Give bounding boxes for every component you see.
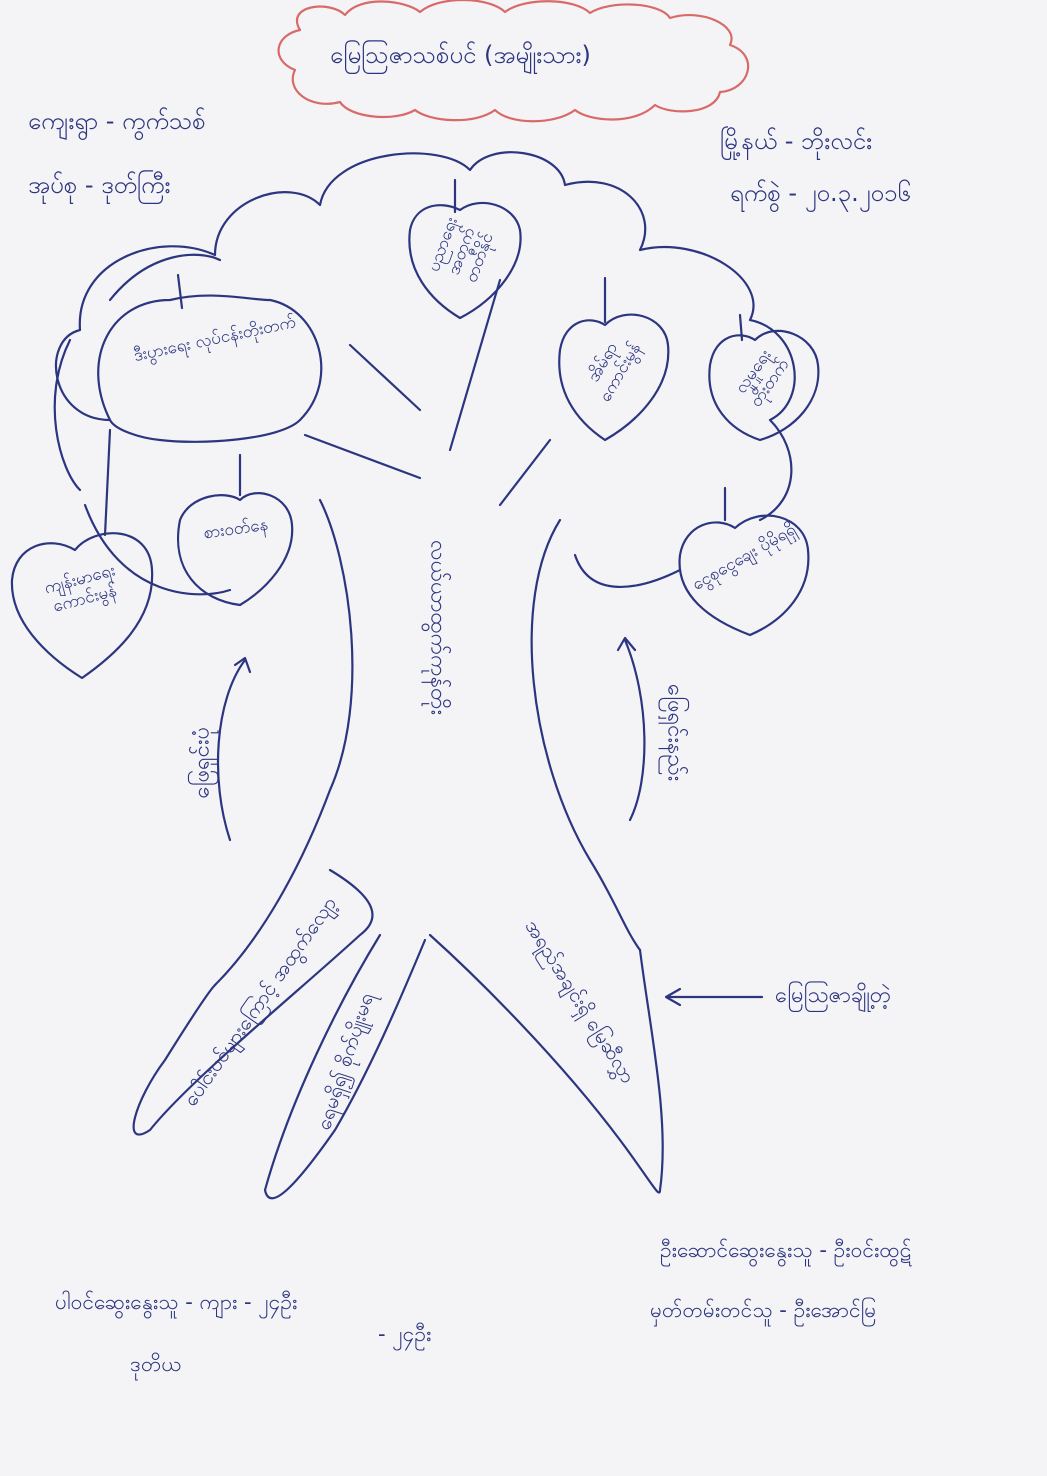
date-label: ရက်စွဲ bbox=[730, 179, 781, 207]
tract-label: အုပ်စု bbox=[28, 171, 78, 199]
leaf-heart-1 bbox=[97, 294, 323, 443]
date-value: ၂၀.၃.၂၀၁၆ bbox=[804, 179, 912, 207]
branch-right-label: ဖြေရှင်းနည်း bbox=[662, 683, 688, 782]
diagram-title: မြေသြဇာသစ်ပင် (အမျိုးသား) bbox=[330, 41, 591, 69]
footer-facilitator: ဦးဆောင်ဆွေးနွေးသူ - ဦးဝင်းထွဋ် bbox=[660, 1238, 912, 1262]
leaf-heart-4 bbox=[558, 313, 670, 442]
header-tract: အုပ်စု - ဒုတ်ကြီး bbox=[28, 171, 171, 199]
root-right bbox=[428, 933, 664, 1194]
canopy-outline bbox=[55, 151, 796, 522]
arrow-right-branch bbox=[623, 638, 646, 822]
village-label: ကျေးရွာ bbox=[28, 107, 99, 135]
village-value: ကွက်သစ် bbox=[121, 107, 206, 135]
leaf-heart-7 bbox=[678, 514, 810, 637]
recorder-value: ဦးအောင်မြ bbox=[793, 1298, 877, 1322]
participants-second-count: ၂၄ဦး bbox=[392, 1322, 432, 1346]
footer-participants-second: - ၂၄ဦး bbox=[378, 1322, 432, 1346]
tract-value: ဒုတ်ကြီး bbox=[101, 171, 171, 199]
trunk-outline-right bbox=[530, 518, 642, 952]
leaf-heart-3 bbox=[408, 201, 522, 320]
participants-label: ပါဝင်ဆွေးနွေးသူ - ကျား bbox=[55, 1290, 238, 1314]
footer-participants-male: ပါဝင်ဆွေးနွေးသူ - ကျား - ၂၄ဦး bbox=[55, 1290, 298, 1314]
header-date: ရက်စွဲ - ၂၀.၃.၂၀၁၆ bbox=[730, 179, 912, 207]
township-value: ဘိုးလင်း bbox=[801, 127, 873, 155]
township-label: မြို့နယ် bbox=[720, 127, 778, 155]
trunk-outline-left bbox=[213, 498, 354, 987]
branch-left-label: ဖြေရှင်းပုံ bbox=[189, 726, 215, 799]
header-village: ကျေးရွာ - ကွက်သစ် bbox=[28, 107, 206, 135]
footer-recorder: မှတ်တမ်းတင်သူ - ဦးအောင်မြ bbox=[650, 1298, 877, 1322]
root-left bbox=[132, 868, 374, 1136]
leaf-heart-5 bbox=[708, 329, 820, 442]
header-township: မြို့နယ် - ဘိုးလင်း bbox=[720, 127, 873, 155]
recorder-label: မှတ်တမ်းတင်သူ bbox=[650, 1298, 773, 1322]
arrow-left-branch bbox=[216, 658, 247, 842]
title-cloud bbox=[277, 0, 750, 123]
leaf-heart-2 bbox=[177, 492, 294, 607]
trunk-label: လယ်ယာထွက်ကုန်တိုး bbox=[425, 540, 451, 716]
participants-male-count: ၂၄ဦး bbox=[258, 1290, 298, 1314]
root-middle bbox=[263, 933, 427, 1200]
footer-left-line3: ဒုတိယ bbox=[130, 1352, 182, 1376]
roots-category-label: မြေသြဇာချို့တဲ့ bbox=[775, 983, 892, 1008]
leaf-heart-6 bbox=[10, 532, 154, 680]
